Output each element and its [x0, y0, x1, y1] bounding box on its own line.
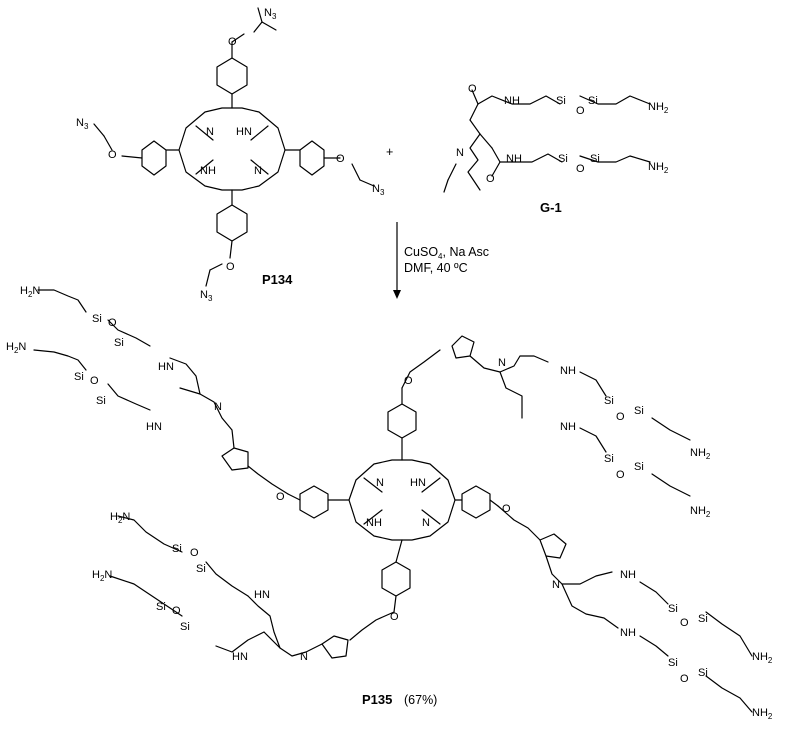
label-g1-o4: O [486, 173, 495, 185]
label-ur-si-2: Si [634, 405, 644, 417]
label-ur-n: N [498, 357, 506, 369]
label-ul-nh-2: HN [146, 421, 162, 433]
label-ul-o-1: O [108, 317, 117, 329]
label-g1: G-1 [540, 200, 562, 215]
label-ll-nh-2: HN [232, 651, 248, 663]
label-lr-nh2-1: NH2 [752, 651, 773, 665]
label-o-left: O [108, 149, 117, 161]
label-ll-si-2: Si [196, 563, 206, 575]
porphyrin-p134 [93, 7, 375, 287]
label-ur-nh2-1: NH2 [690, 447, 711, 461]
label-o-right: O [336, 153, 345, 165]
label-p135-o-top: O [404, 375, 413, 387]
label-lr-o-1: O [680, 617, 689, 629]
label-p135-hn: HN [410, 477, 426, 489]
label-p135-n-1: N [376, 477, 384, 489]
label-ll-si-1: Si [172, 543, 182, 555]
label-g1-nh2-2: NH2 [648, 161, 669, 175]
label-g1-si4: Si [590, 153, 600, 165]
label-ll-h2n-2: H2N [92, 569, 112, 583]
label-p135-nh: NH [366, 517, 382, 529]
label-ul-o-2: O [90, 375, 99, 387]
label-p135-o-right: O [502, 503, 511, 515]
label-g1-nh2: NH [506, 153, 522, 165]
label-ul-n: N [214, 401, 222, 413]
label-ul-si-2: Si [114, 337, 124, 349]
label-ul-h2n-1: H2N [20, 285, 40, 299]
label-ur-nh-2: NH [560, 421, 576, 433]
label-ur-nh-1: NH [560, 365, 576, 377]
dendron-g1 [443, 89, 651, 193]
label-g1-si1: Si [556, 95, 566, 107]
label-n-pyrrole-1: N [206, 126, 214, 138]
label-n3-left: N3 [76, 117, 89, 131]
label-ul-si-1: Si [92, 313, 102, 325]
label-p135-yield: (67%) [404, 693, 437, 707]
label-ll-n: N [300, 651, 308, 663]
label-ll-si-4: Si [180, 621, 190, 633]
label-n3-top: N3 [264, 7, 277, 21]
conditions-line2: DMF, 40 ºC [404, 261, 468, 275]
label-p135: P135 [362, 692, 392, 707]
label-lr-nh-1: NH [620, 569, 636, 581]
label-ll-o-1: O [190, 547, 199, 559]
conditions-line1: CuSO4, Na Asc [404, 245, 489, 261]
label-ll-si-3: Si [156, 601, 166, 613]
label-lr-si-1: Si [668, 603, 678, 615]
label-ul-h2n-2: H2N [6, 341, 26, 355]
label-g1-o2: O [576, 105, 585, 117]
label-ur-nh2-2: NH2 [690, 505, 711, 519]
label-p135-o-bottom: O [390, 611, 399, 623]
label-g1-nh2-1: NH2 [648, 101, 669, 115]
label-ul-si-3b: Si [96, 395, 106, 407]
label-n-pyrrole-2: N [254, 165, 262, 177]
plus-sign: + [386, 145, 393, 159]
label-p135-n-2: N [422, 517, 430, 529]
label-g1-n: N [456, 147, 464, 159]
porphyrin-p135 [33, 289, 753, 713]
label-ul-nh-1: HN [158, 361, 174, 373]
label-ur-si-4: Si [634, 461, 644, 473]
label-hn-pyrrole: HN [236, 126, 252, 138]
label-lr-si-2: Si [698, 613, 708, 625]
label-lr-n: N [552, 579, 560, 591]
label-g1-o3: O [576, 163, 585, 175]
label-g1-si3: Si [558, 153, 568, 165]
label-o-top: O [228, 36, 237, 48]
label-ll-o-2: O [172, 605, 181, 617]
label-p135-o-left: O [276, 491, 285, 503]
label-ur-o-2: O [616, 469, 625, 481]
label-ll-h2n-1: H2N [110, 511, 130, 525]
label-o-bottom: O [226, 261, 235, 273]
label-ll-nh-1: HN [254, 589, 270, 601]
label-g1-si2: Si [588, 95, 598, 107]
label-lr-nh-2: NH [620, 627, 636, 639]
label-n3-right: N3 [372, 183, 385, 197]
label-nh-pyrrole: NH [200, 165, 216, 177]
label-ul-si-3: Si [74, 371, 84, 383]
reaction-arrowhead [393, 290, 401, 299]
label-p134: P134 [262, 272, 293, 287]
label-lr-o-2: O [680, 673, 689, 685]
label-ur-si-1: Si [604, 395, 614, 407]
label-n3-bottom: N3 [200, 289, 213, 303]
label-ur-si-3: Si [604, 453, 614, 465]
label-lr-si-3: Si [668, 657, 678, 669]
label-lr-si-4: Si [698, 667, 708, 679]
label-g1-o1: O [468, 83, 477, 95]
label-lr-nh2-2: NH2 [752, 707, 773, 721]
label-ur-o-1: O [616, 411, 625, 423]
label-g1-nh1: NH [504, 95, 520, 107]
